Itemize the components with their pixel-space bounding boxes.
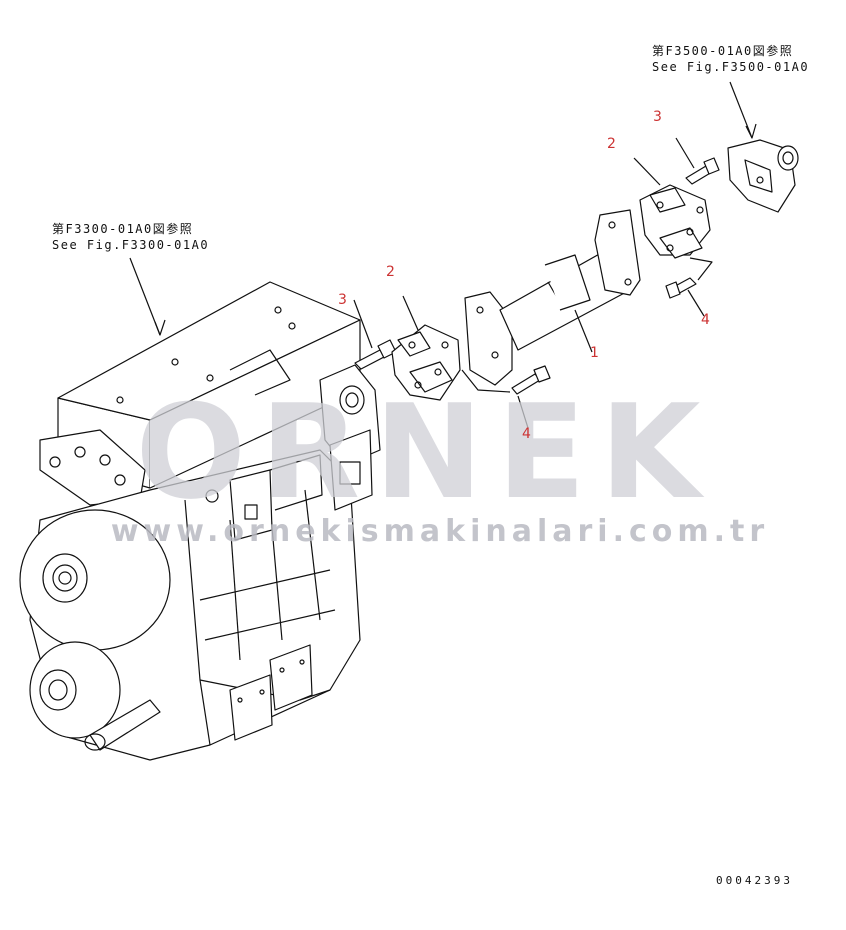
watermark-url: www.ornekismakinalari.com.tr: [110, 514, 770, 549]
ref-right-line1: 第F3500-01A0図参照: [652, 44, 794, 58]
spider-right: [633, 157, 711, 259]
callout-spider-left: 2: [386, 264, 395, 280]
ref-left-line2: See Fig.F3300-01A0: [52, 238, 210, 252]
drive-shaft: [464, 209, 641, 386]
watermark-brand: ORNEK: [135, 376, 715, 528]
callout-spider-right: 2: [607, 136, 616, 152]
transmission-housing: [19, 281, 381, 761]
callout-bolt-right-bottom: 4: [701, 312, 710, 328]
ref-left-line1: 第F3300-01A0図参照: [52, 222, 194, 236]
callout-bolt-left-bottom: 4: [522, 426, 531, 442]
output-yoke: [727, 139, 799, 213]
callout-shaft: 1: [590, 345, 599, 361]
bolt-left-bottom: [461, 365, 551, 429]
callout-bolt-left-top: 3: [338, 292, 347, 308]
ref-right-line2: See Fig.F3500-01A0: [652, 60, 810, 74]
bolt-left-top: [353, 299, 397, 370]
bolt-right-bottom: [665, 257, 713, 317]
drawing-number: 00042393: [716, 874, 793, 887]
bolt-right-top: [675, 137, 720, 185]
spider-left: [391, 295, 461, 401]
callout-bolt-right-top: 3: [653, 109, 662, 125]
leader-right-ref: [729, 81, 757, 139]
leader-left-ref: [129, 257, 166, 336]
